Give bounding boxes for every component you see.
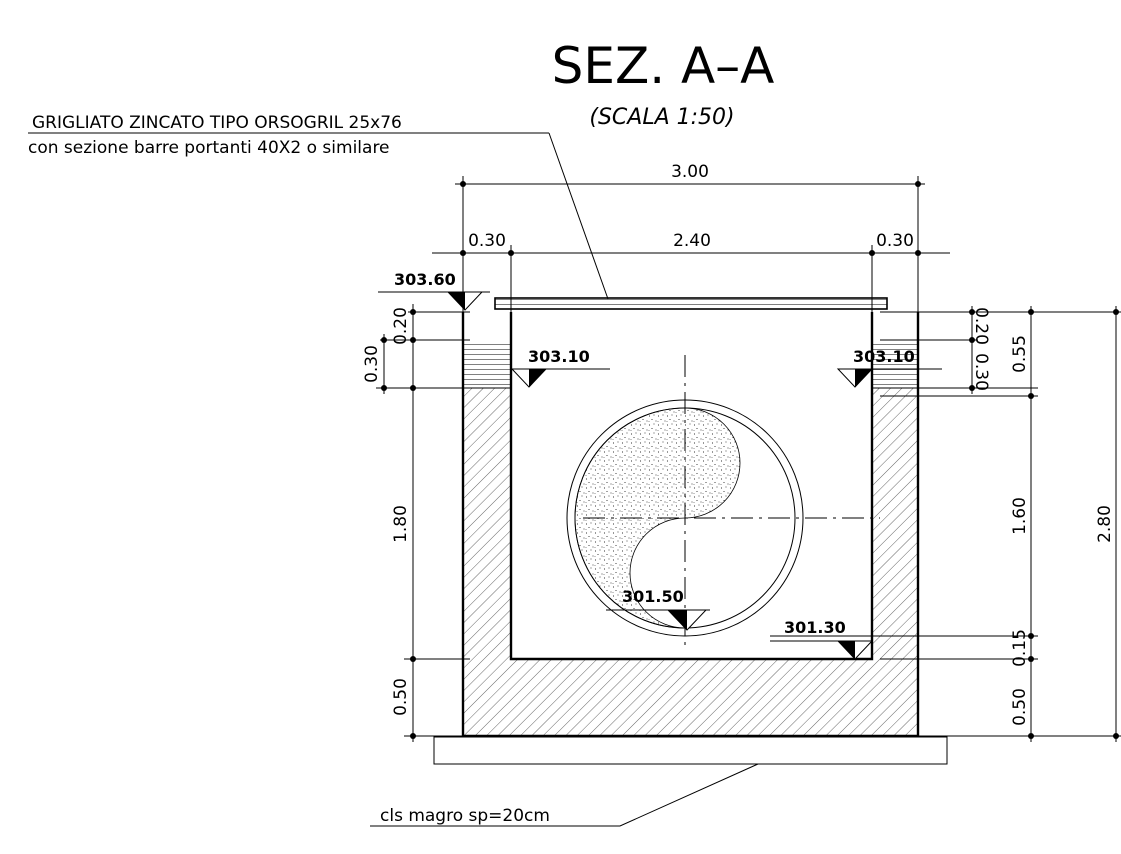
dim-right-020: 0.20 bbox=[971, 307, 991, 345]
dim-right-280: 2.80 bbox=[1095, 505, 1115, 543]
scale-label: (SCALA 1:50) bbox=[589, 105, 734, 130]
dim-top-left-wall: 0.30 bbox=[468, 231, 506, 251]
lean-concrete-base: cls magro sp=20cm bbox=[370, 736, 948, 827]
elevation-marker-left: 303.10 bbox=[510, 347, 610, 388]
dim-top-right-wall: 0.30 bbox=[876, 231, 914, 251]
right-dimensions: 0.20 0.30 0.55 1.60 0.15 0.50 2.80 bbox=[770, 306, 1121, 742]
dim-left-030: 0.30 bbox=[362, 345, 382, 383]
grating-note: GRIGLIATO ZINCATO TIPO ORSOGRIL 25x76 co… bbox=[28, 113, 609, 300]
section-title: SEZ. A–A bbox=[552, 37, 775, 95]
elevation-top-label: 303.60 bbox=[394, 270, 456, 289]
dim-right-160: 1.60 bbox=[1010, 497, 1030, 535]
elevation-marker-floor: 301.30 bbox=[770, 618, 874, 660]
grating-slab bbox=[494, 297, 888, 310]
dim-top-inner: 2.40 bbox=[673, 231, 711, 251]
dim-right-055: 0.55 bbox=[1010, 335, 1030, 373]
elevation-marker-top: 303.60 bbox=[378, 270, 490, 311]
left-dimensions: 0.20 0.30 1.80 0.50 bbox=[362, 304, 470, 742]
dim-right-030: 0.30 bbox=[971, 353, 991, 391]
grating-note-line2: con sezione barre portanti 40X2 o simila… bbox=[28, 138, 390, 158]
elevation-floor-label: 301.30 bbox=[784, 618, 846, 637]
pipe-section bbox=[566, 355, 880, 650]
top-dimensions: 3.00 0.30 2.40 0.30 bbox=[432, 162, 950, 312]
dim-right-015: 0.15 bbox=[1010, 629, 1030, 667]
elevation-marker-right: 303.10 bbox=[836, 347, 942, 388]
elevation-pipe-label: 301.50 bbox=[622, 587, 684, 606]
lean-concrete-note: cls magro sp=20cm bbox=[380, 806, 550, 826]
elevation-left-label: 303.10 bbox=[528, 347, 590, 366]
dim-left-050: 0.50 bbox=[391, 678, 411, 716]
grating-note-line1: GRIGLIATO ZINCATO TIPO ORSOGRIL 25x76 bbox=[32, 113, 402, 133]
elevation-marker-pipe: 301.50 bbox=[606, 587, 710, 631]
elevation-right-label: 303.10 bbox=[853, 347, 915, 366]
dim-left-180: 1.80 bbox=[391, 505, 411, 543]
dim-left-020: 0.20 bbox=[391, 307, 411, 345]
dim-top-total: 3.00 bbox=[671, 162, 709, 182]
dim-right-050: 0.50 bbox=[1010, 688, 1030, 726]
